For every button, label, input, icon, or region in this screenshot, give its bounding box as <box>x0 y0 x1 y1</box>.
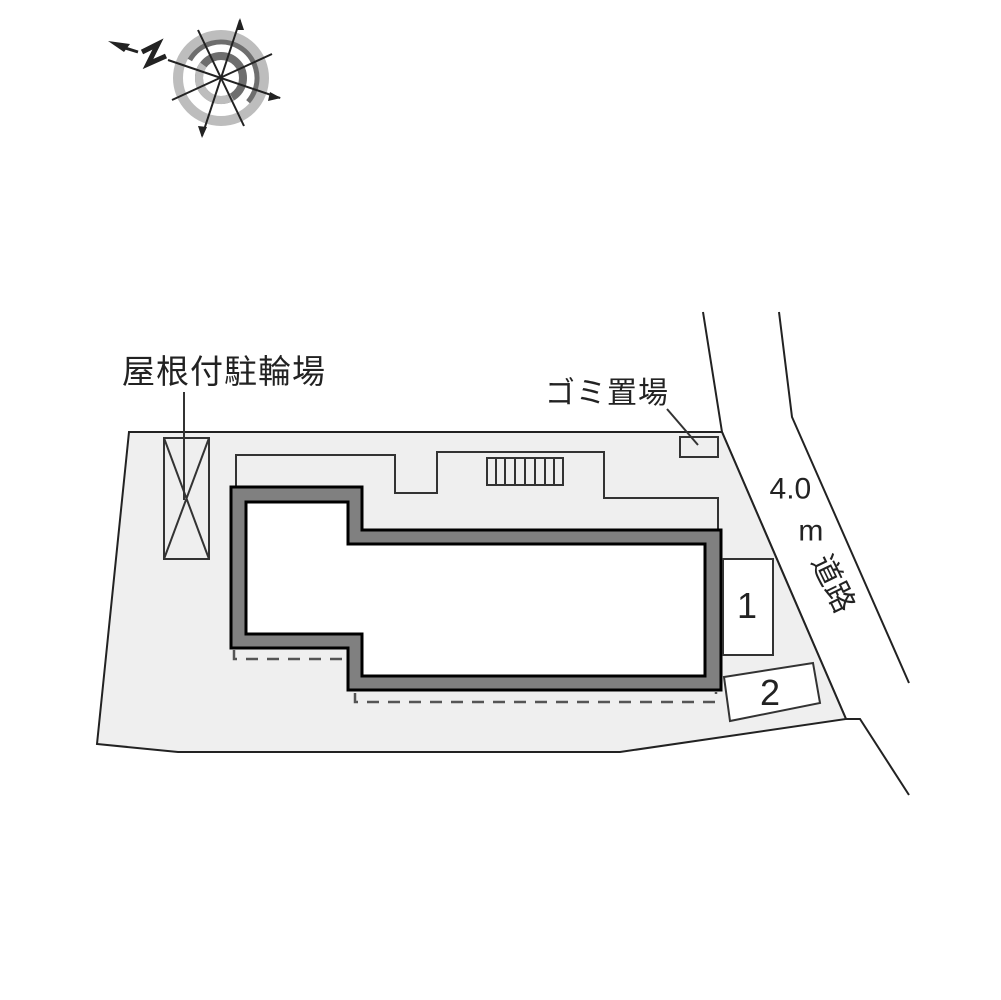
bicycle-parking-label: 屋根付駐輪場 <box>122 352 326 391</box>
stairs-icon <box>486 457 564 486</box>
road-width: 4.0 <box>769 472 812 506</box>
garbage-area <box>666 408 719 458</box>
garbage-area-label: ゴミ置場 <box>545 376 669 411</box>
parking-number-2: 2 <box>760 672 781 713</box>
bicycle-parking <box>163 392 210 560</box>
parking-space-2 <box>722 661 822 723</box>
building <box>229 485 723 704</box>
balcony-outline <box>235 451 719 530</box>
parking-space-1 <box>722 558 774 656</box>
compass-icon <box>108 18 281 138</box>
parking-number-1: 1 <box>737 585 758 626</box>
road-unit: m <box>798 514 824 548</box>
